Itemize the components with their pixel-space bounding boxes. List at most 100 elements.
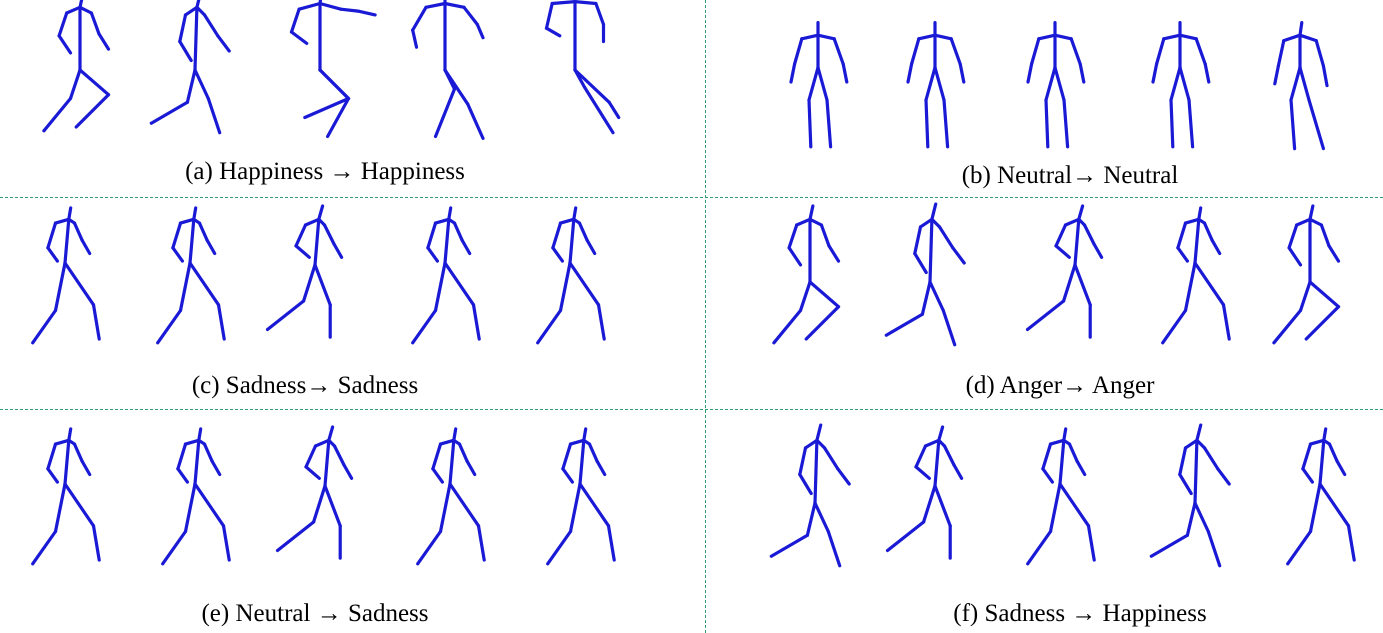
bone: [951, 246, 966, 265]
caption-c: (c) Sadness→ Sadness: [191, 372, 419, 399]
bone: [46, 442, 58, 471]
skeleton-frame-11: [156, 206, 226, 345]
bone: [438, 482, 452, 534]
bone: [787, 246, 803, 267]
bone: [57, 11, 69, 38]
bone: [800, 33, 820, 41]
bone: [815, 423, 823, 442]
bone: [1082, 223, 1096, 246]
bone: [202, 13, 220, 38]
bone: [1187, 98, 1195, 149]
bone: [448, 482, 481, 528]
bone: [930, 202, 938, 221]
bone: [1203, 62, 1211, 84]
bone: [1062, 98, 1070, 149]
vertical-divider: [705, 0, 706, 633]
bone: [827, 244, 841, 263]
bone: [91, 303, 101, 341]
bone: [1298, 21, 1304, 37]
bone: [949, 37, 962, 66]
bone: [31, 308, 58, 345]
bone: [805, 501, 817, 537]
bone: [178, 13, 188, 44]
bone: [952, 463, 964, 480]
bone: [822, 446, 840, 471]
bone: [313, 438, 331, 448]
skeleton-frame-29: [1286, 427, 1356, 566]
bone: [1048, 482, 1062, 534]
bone: [176, 442, 188, 471]
bone: [798, 472, 813, 496]
bone: [544, 26, 562, 38]
bone: [1044, 98, 1050, 149]
bone: [1295, 217, 1312, 227]
bone: [1058, 438, 1066, 486]
skeleton-frame-22: [275, 425, 354, 560]
bone: [909, 37, 921, 66]
bone: [188, 217, 196, 265]
bone: [928, 217, 934, 284]
bone: [460, 238, 472, 256]
bone: [1202, 221, 1214, 242]
bone: [561, 442, 573, 471]
bone: [294, 223, 308, 248]
bone: [1149, 533, 1190, 558]
skeleton-frame-17: [1025, 204, 1104, 339]
bone: [582, 427, 588, 442]
bone: [67, 206, 73, 221]
bone: [568, 438, 586, 446]
bone: [221, 524, 231, 562]
bone: [1044, 65, 1057, 102]
bone: [803, 438, 819, 450]
bone: [819, 223, 831, 248]
bone: [933, 33, 953, 41]
caption-a: (a) Happiness → Happiness: [185, 158, 465, 185]
bone: [804, 305, 841, 341]
skeleton-frame-7: [1026, 21, 1086, 149]
skeleton-frame-26: [885, 425, 964, 560]
bone: [1048, 438, 1066, 446]
bone: [1183, 217, 1201, 225]
skeleton-frame-20: [31, 427, 101, 566]
bone: [1327, 244, 1341, 263]
skeleton-frame-14: [536, 206, 606, 345]
bone: [913, 225, 923, 256]
bone: [68, 68, 82, 101]
bone: [443, 1, 466, 9]
bone: [1276, 38, 1286, 68]
bone: [72, 442, 84, 463]
bone: [1067, 442, 1079, 463]
bone: [914, 465, 931, 480]
bone: [607, 100, 621, 120]
bone: [578, 482, 611, 528]
bone: [67, 427, 73, 442]
bone: [772, 308, 803, 345]
bone: [1193, 501, 1210, 534]
bone: [294, 244, 311, 259]
bone: [176, 467, 189, 484]
bone: [53, 438, 71, 446]
bone: [318, 0, 323, 6]
bone: [1054, 244, 1071, 259]
bone: [206, 96, 222, 135]
bone: [1053, 65, 1066, 102]
bone: [195, 0, 201, 9]
bone: [178, 39, 193, 63]
bone: [769, 533, 810, 558]
bone: [46, 467, 60, 484]
bone: [216, 303, 226, 341]
bone: [808, 204, 815, 221]
bone: [1210, 238, 1222, 256]
bone: [183, 5, 199, 17]
bone: [836, 467, 851, 486]
bone: [426, 221, 438, 250]
bone: [193, 438, 201, 486]
bone: [816, 33, 836, 41]
bone: [546, 529, 573, 566]
bone: [1335, 459, 1347, 477]
bone: [942, 444, 956, 467]
bone: [46, 246, 60, 263]
bone: [188, 261, 221, 307]
bone: [596, 303, 606, 341]
